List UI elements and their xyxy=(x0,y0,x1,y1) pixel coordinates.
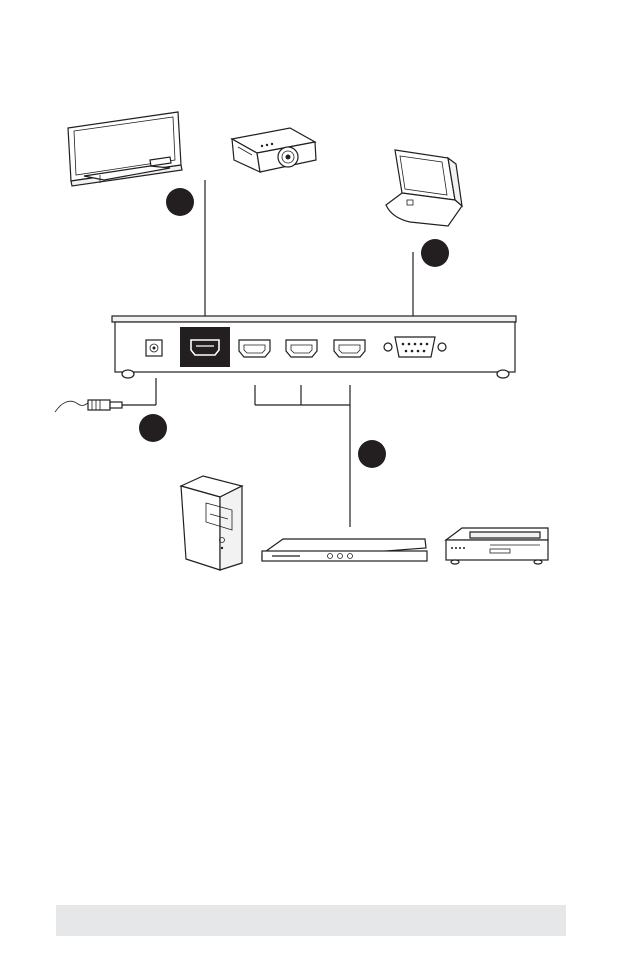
flat-panel-display-icon xyxy=(68,112,182,186)
badge-3 xyxy=(139,414,167,442)
power-plug-icon xyxy=(55,400,122,412)
badge-2 xyxy=(421,239,449,267)
hdmi-switch-unit xyxy=(112,316,516,378)
projector-icon xyxy=(232,128,316,172)
touch-panel-icon xyxy=(386,150,462,226)
power-jack xyxy=(146,340,162,356)
hdmi-input-1-port xyxy=(239,340,270,357)
tower-computer-icon xyxy=(181,476,242,570)
set-top-box-icon xyxy=(446,528,548,564)
hdmi-input-3-port xyxy=(334,340,365,357)
footer-bar xyxy=(56,905,566,936)
badge-4 xyxy=(358,440,386,468)
badge-1 xyxy=(166,188,194,216)
hdmi-input-2-port xyxy=(286,340,317,357)
hdmi-output-port xyxy=(180,327,230,367)
slim-player-icon xyxy=(262,539,427,561)
